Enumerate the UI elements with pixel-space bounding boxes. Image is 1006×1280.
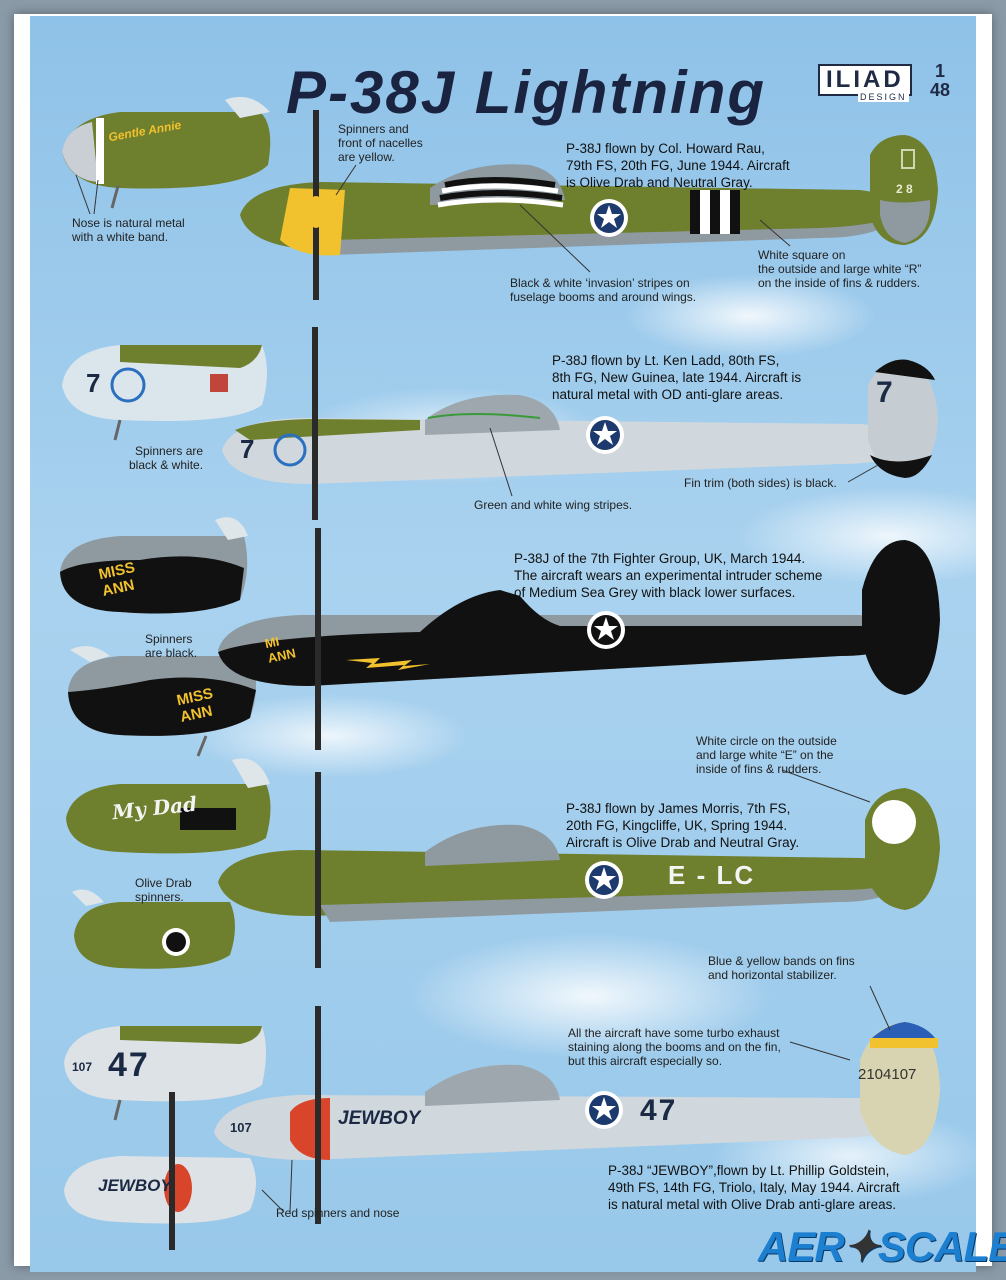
aircraft-3-description: P-38J of the 7th Fighter Group, UK, Marc…: [514, 551, 823, 600]
aircraft-5-callout-fin: Blue & yellow bands on fins and horizont…: [708, 954, 855, 982]
brand-logo-sub: DESIGN: [858, 92, 909, 102]
aircraft-3-callout-spinners: Spinners are black.: [145, 632, 198, 660]
aircraft-5-nose-detail-upper: [64, 1026, 266, 1121]
aircraft-3-side-view: [218, 528, 940, 750]
aircraft-4-callout-spinners: Olive Drab spinners.: [135, 876, 192, 904]
aircraft-5-nose-art: JEWBOY: [338, 1108, 421, 1129]
propeller-icon: ✦: [843, 1223, 879, 1270]
aircraft-3-nose-detail-lower: [68, 646, 256, 757]
aircraft-1-tail-codes: 2 8: [896, 182, 913, 196]
watermark-left: AER: [758, 1223, 845, 1270]
aircraft-5-boom-number: 47: [640, 1094, 678, 1127]
aircraft-5-nose-number: 47: [108, 1046, 150, 1084]
aircraft-4-description: P-38J flown by James Morris, 7th FS, 20t…: [566, 801, 800, 850]
aircraft-2-nose-number: 7: [86, 368, 101, 398]
aircraft-5-nose-small-number: 107: [72, 1060, 93, 1074]
aircraft-5-boom-small-number: 107: [230, 1120, 252, 1135]
aircraft-1-callout-spinners: Spinners and front of nacelles are yello…: [338, 122, 423, 164]
aircraft-4-nose-detail-upper: [66, 758, 271, 854]
aircraft-1-callout-nose: Nose is natural metal with a white band.: [72, 216, 185, 244]
aircraft-4-nose-detail-lower: [72, 889, 235, 969]
aeroscale-watermark: AER✦SCALE: [758, 1222, 1006, 1271]
aircraft-1-description: P-38J flown by Col. Howard Rau, 79th FS,…: [566, 141, 790, 190]
aircraft-5-side-view: [214, 1006, 940, 1224]
aircraft-1-side-view: [240, 110, 938, 300]
aircraft-5-serial: 2104107: [858, 1066, 917, 1083]
scale-label: 1 48: [930, 62, 950, 100]
aircraft-5-callout-exhaust: All the aircraft have some turbo exhaust…: [568, 1026, 781, 1068]
aircraft-1-nose-detail: [62, 96, 271, 209]
page-title: P-38J Lightning: [286, 59, 766, 126]
aircraft-2-description: P-38J flown by Lt. Ken Ladd, 80th FS, 8t…: [552, 353, 802, 402]
aircraft-1-callout-stripes: Black & white ‘invasion’ stripes on fuse…: [510, 276, 697, 304]
aircraft-5-nose-art-lower: JEWBOY: [98, 1176, 172, 1195]
aircraft-5-description: P-38J “JEWBOY”,flown by Lt. Phillip Gold…: [608, 1163, 900, 1212]
aircraft-2-nose-detail: [62, 345, 267, 441]
watermark-right: SCALE: [877, 1223, 1006, 1270]
aircraft-1-callout-fin: White square on the outside and large wh…: [758, 248, 922, 290]
aircraft-2-boom-number: 7: [240, 434, 255, 464]
aircraft-5-nose-detail-lower: [64, 1092, 256, 1250]
scale-label-text: 1 48: [930, 61, 951, 100]
aircraft-4-callout-fin: White circle on the outside and large wh…: [696, 734, 837, 776]
aircraft-2-side-view: [222, 327, 938, 520]
aircraft-2-callout-wing: Green and white wing stripes.: [474, 498, 633, 512]
aircraft-2-callout-spinners: Spinners are black & white.: [129, 444, 204, 472]
aircraft-4-codes: E - LC: [668, 860, 756, 890]
aircraft-2-tail-number: 7: [876, 376, 893, 409]
aircraft-3-nose-detail-upper: [60, 517, 248, 614]
aircraft-2-callout-fin: Fin trim (both sides) is black.: [684, 476, 837, 490]
aircraft-4-side-view: [218, 772, 940, 968]
